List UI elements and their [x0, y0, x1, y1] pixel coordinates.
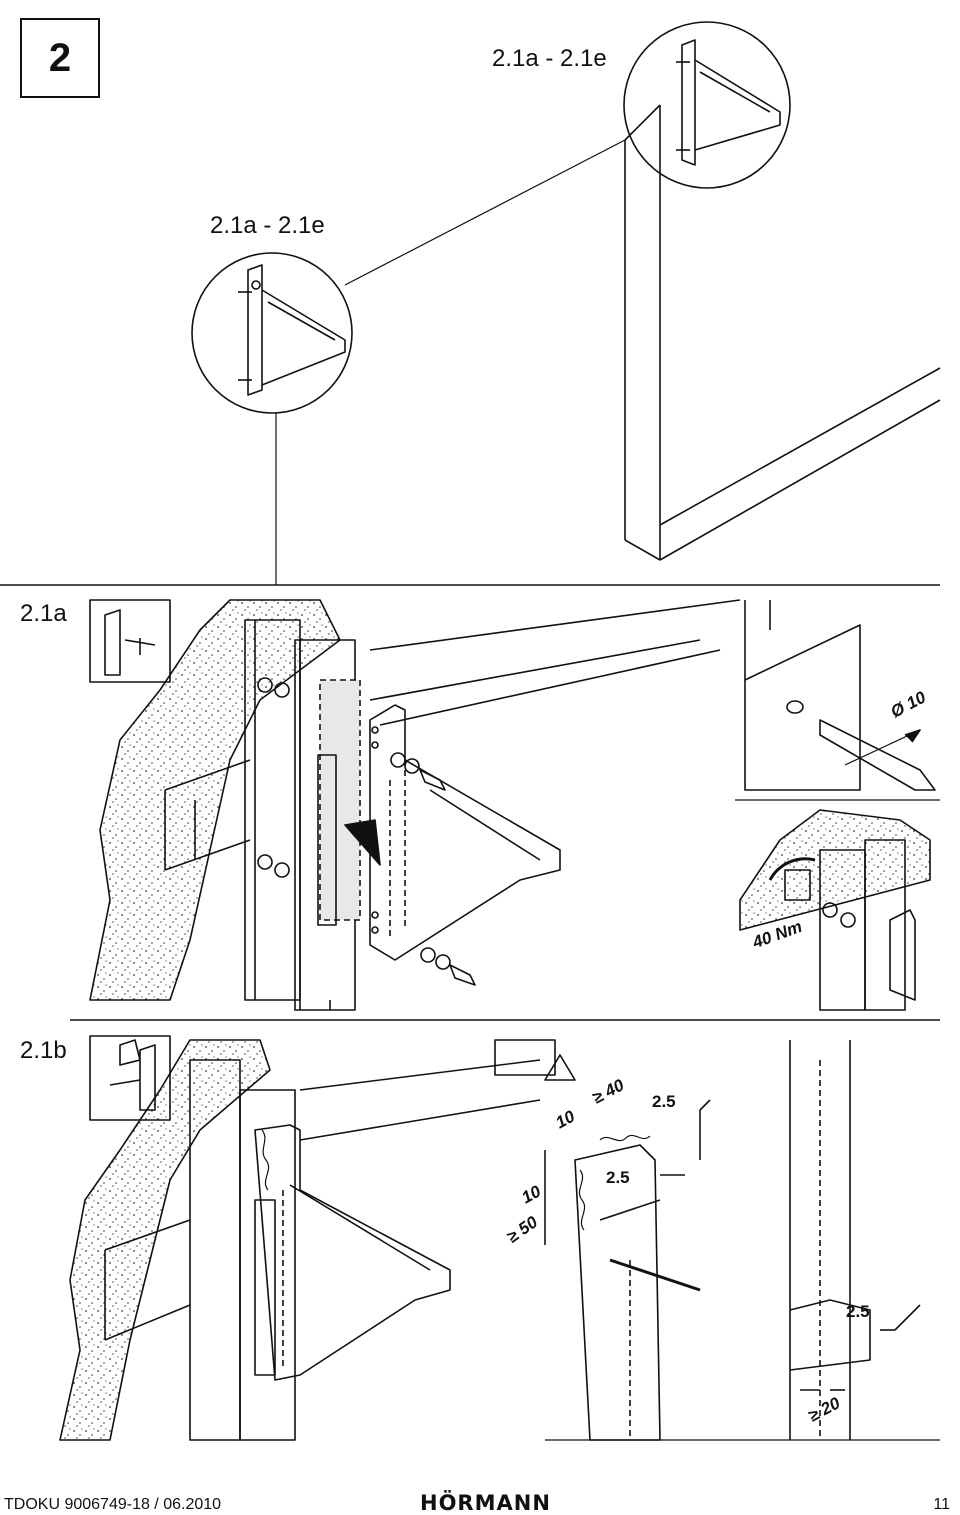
- section-label-2-1b: 2.1b: [20, 1037, 67, 1064]
- bracket-2-1a: [369, 704, 561, 961]
- section-label-2-1a: 2.1a: [20, 600, 67, 627]
- document-reference: TDOKU 9006749-18 / 06.2010: [4, 1496, 222, 1513]
- weld-detail-right: [789, 1040, 921, 1440]
- bracket-2-1b: [254, 1124, 451, 1381]
- steel-beam-2-1a: [164, 599, 741, 1011]
- icon-box-2-1a: [89, 599, 171, 683]
- page-number: 11: [933, 1496, 950, 1513]
- step-number-box: 2: [20, 18, 100, 98]
- brand-logo: HÖRMANN: [420, 1491, 551, 1515]
- weld-size-2: 2.5: [606, 1168, 630, 1187]
- manual-icon: [494, 1039, 556, 1076]
- step-number: 2: [48, 35, 72, 80]
- overview-door-frame: [624, 104, 941, 561]
- detail-circle-left: [191, 252, 353, 414]
- weld-size-3: 2.5: [846, 1302, 870, 1321]
- arrow-2-1a: [344, 819, 381, 866]
- icon-box-2-1b: [89, 1035, 171, 1121]
- overview-range-top: 2.1a - 2.1e: [492, 45, 607, 72]
- bolts-2-1a: [257, 677, 476, 986]
- wall-2-1b: [59, 1039, 271, 1441]
- detail-circle-top: [623, 21, 791, 189]
- steel-beam-2-1b: [104, 1059, 541, 1441]
- wall-2-1a: [89, 599, 341, 1001]
- weld-detail: [494, 1039, 711, 1441]
- weld-size-1: 2.5: [652, 1092, 676, 1111]
- drill-detail: [744, 600, 936, 791]
- torque-detail: [739, 809, 931, 1011]
- overview-range-left: 2.1a - 2.1e: [210, 212, 325, 239]
